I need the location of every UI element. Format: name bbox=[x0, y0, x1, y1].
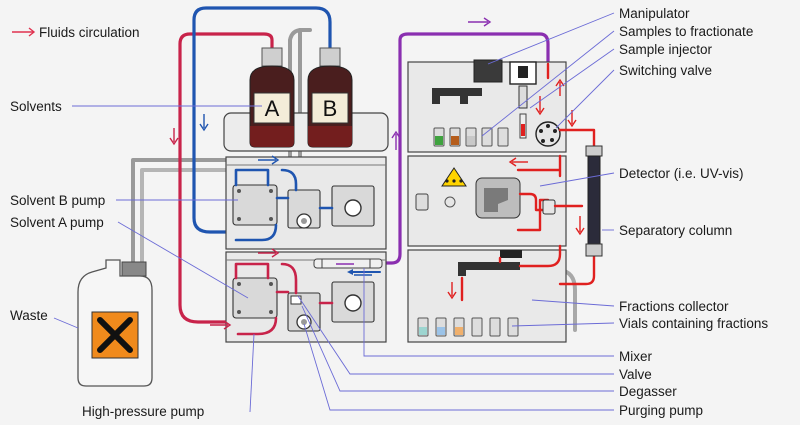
label-fractions-collector: Fractions collector bbox=[619, 299, 729, 314]
right-flow-arrows bbox=[336, 78, 585, 300]
solvent-a-pump bbox=[232, 277, 278, 319]
label-vials-containing-fractions: Vials containing fractions bbox=[619, 316, 768, 331]
bottle-a-letter: A bbox=[265, 96, 280, 121]
sample-vials bbox=[433, 127, 509, 147]
fractions-collector-module bbox=[407, 244, 567, 343]
solvent-b-line bbox=[192, 6, 332, 234]
label-switching-valve: Switching valve bbox=[619, 63, 712, 78]
label-high-pressure-pump: High-pressure pump bbox=[82, 404, 204, 419]
detector-module bbox=[407, 154, 584, 247]
mixed-line bbox=[381, 32, 550, 265]
label-separatory-column: Separatory column bbox=[619, 223, 732, 238]
label-waste: Waste bbox=[10, 308, 48, 323]
label-detector: Detector (i.e. UV-vis) bbox=[619, 166, 744, 181]
solvent-b-pump-module bbox=[225, 156, 387, 250]
solvent-a-line bbox=[178, 32, 274, 324]
solvent-b-pump bbox=[232, 184, 278, 226]
leader-lines bbox=[53, 12, 615, 413]
label-degasser: Degasser bbox=[619, 384, 677, 399]
label-manipulator: Manipulator bbox=[619, 6, 690, 21]
label-mixer: Mixer bbox=[619, 349, 653, 364]
label-samples-to-fractionate: Samples to fractionate bbox=[619, 24, 753, 39]
waste-container bbox=[77, 259, 153, 387]
legend: Fluids circulation bbox=[12, 25, 140, 40]
left-flow-arrows bbox=[169, 17, 492, 330]
separatory-column bbox=[558, 145, 603, 286]
solvent-a-pump-module bbox=[225, 251, 387, 343]
solvent-tray bbox=[223, 112, 389, 152]
fraction-vials bbox=[417, 317, 519, 337]
legend-text: Fluids circulation bbox=[39, 25, 140, 40]
label-purging-pump: Purging pump bbox=[619, 403, 703, 418]
label-solvents: Solvents bbox=[10, 99, 62, 114]
sample-injector-module bbox=[407, 59, 596, 153]
label-sample-injector: Sample injector bbox=[619, 42, 713, 57]
bottle-a: A bbox=[249, 47, 295, 148]
bottle-b-letter: B bbox=[323, 96, 338, 121]
label-solvent-a-pump: Solvent A pump bbox=[10, 215, 104, 230]
label-solvent-b-pump: Solvent B pump bbox=[10, 193, 105, 208]
label-valve: Valve bbox=[619, 367, 652, 382]
bottle-b: B bbox=[307, 47, 353, 148]
